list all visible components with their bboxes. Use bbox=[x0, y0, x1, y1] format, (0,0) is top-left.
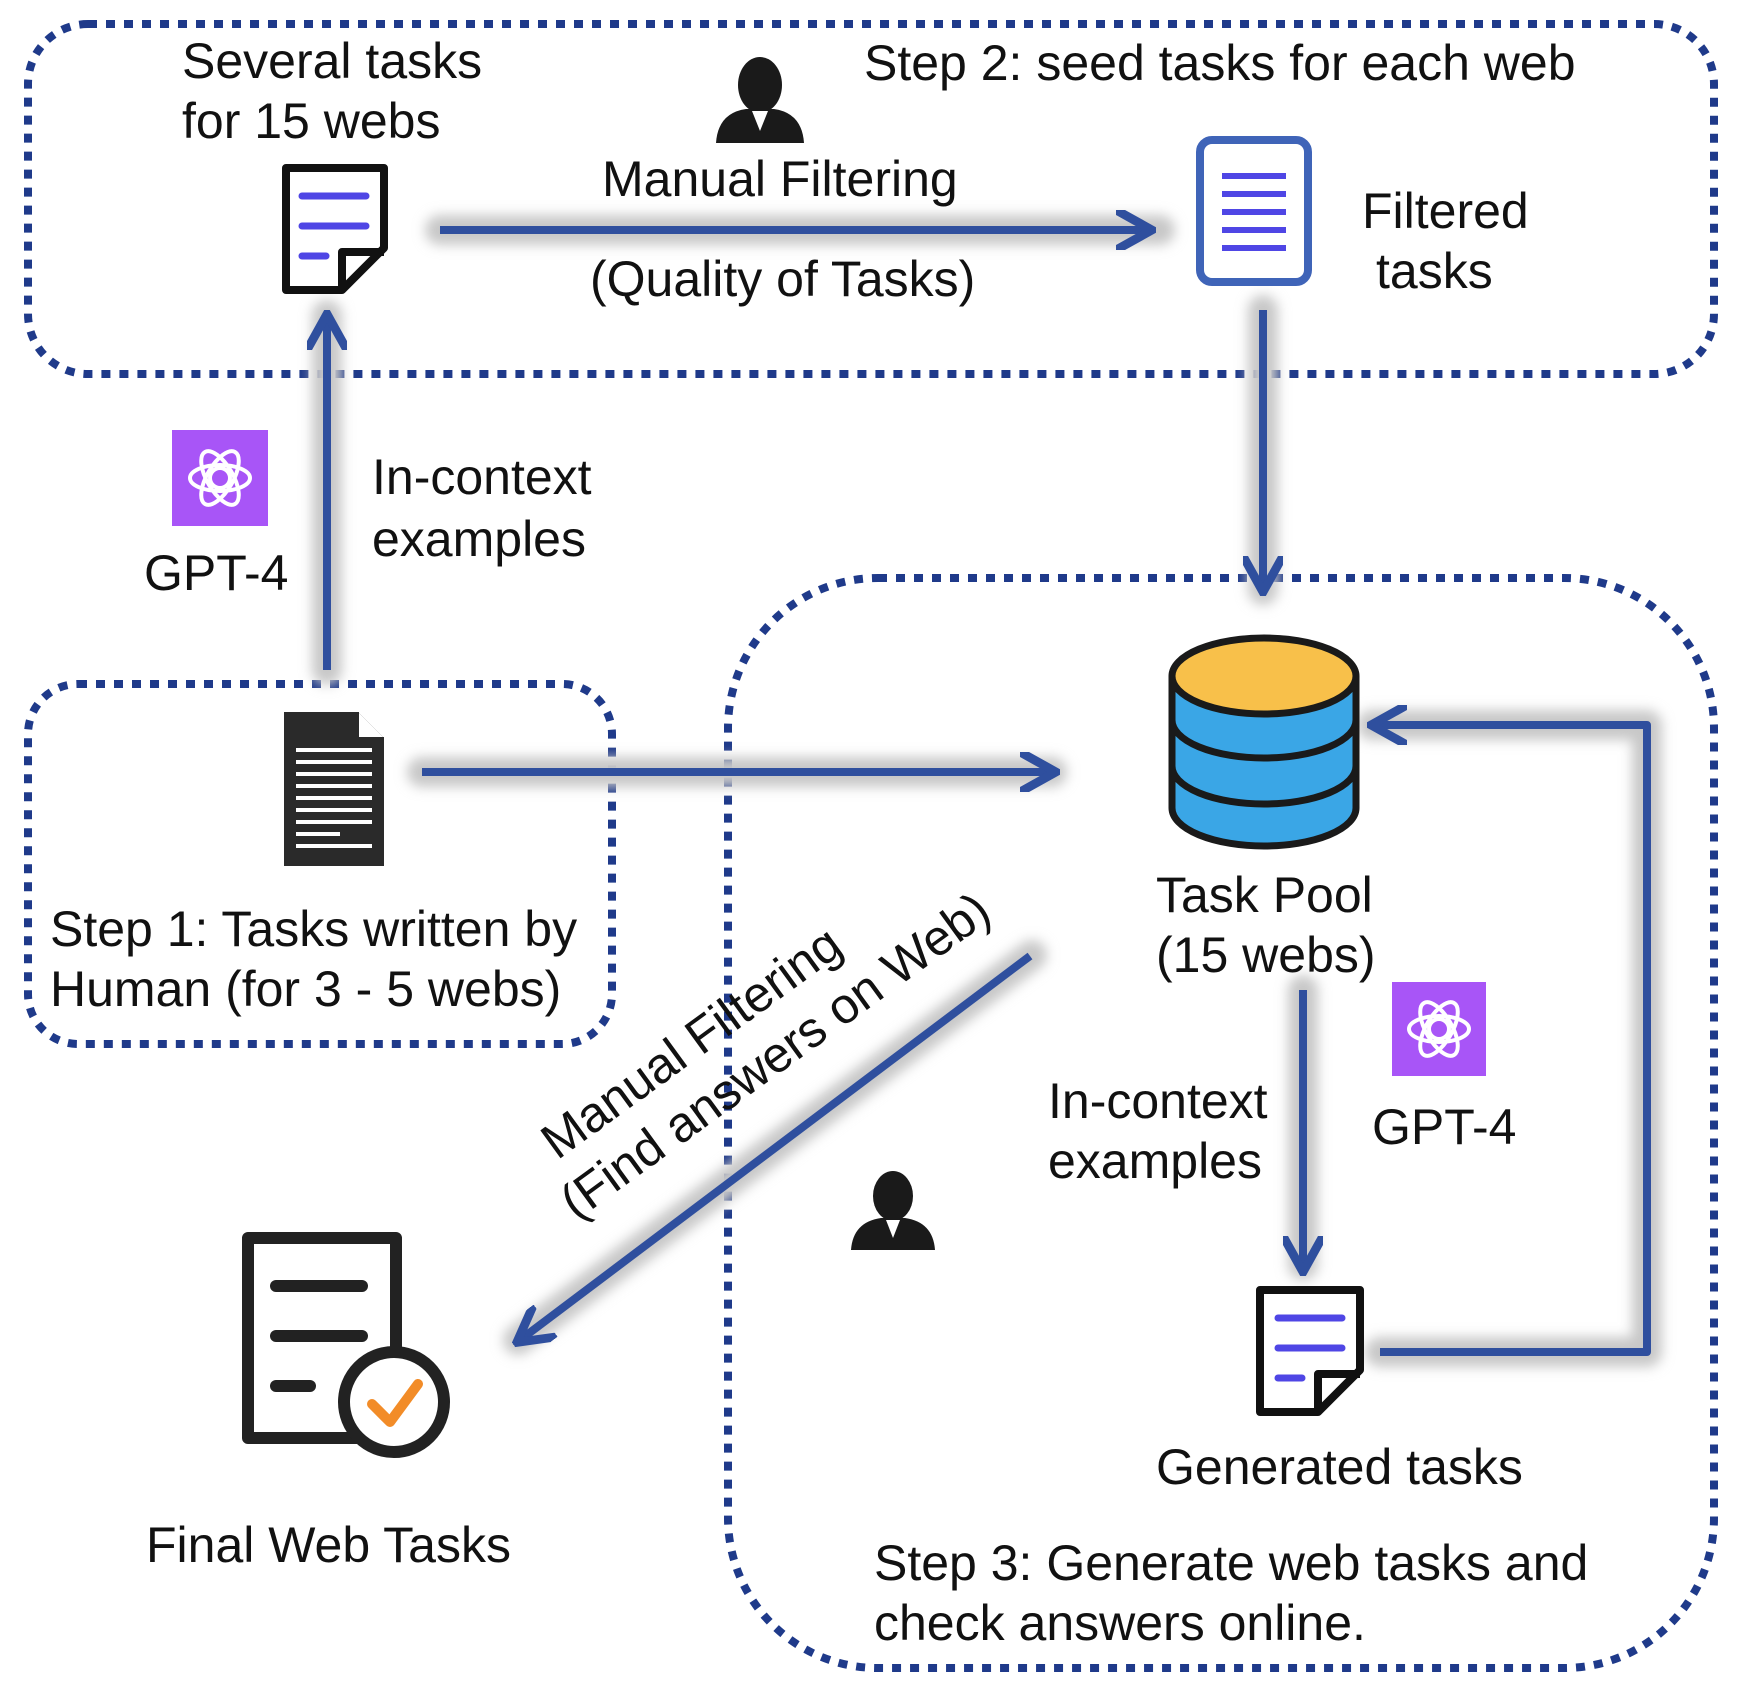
person-icon bbox=[851, 1171, 935, 1250]
document-icon bbox=[282, 164, 388, 294]
incontext-right-label-1: In-context bbox=[1048, 1073, 1268, 1129]
filtered-tasks-label-2: tasks bbox=[1376, 243, 1493, 299]
arrow-generated-loop bbox=[1375, 725, 1651, 1356]
step1-label-1: Step 1: Tasks written by bbox=[50, 901, 577, 957]
step1-group-box bbox=[24, 680, 616, 1048]
several-tasks-label-1: Several tasks bbox=[182, 33, 482, 89]
incontext-left-label-2: examples bbox=[372, 511, 586, 567]
person-icon bbox=[716, 57, 804, 143]
step2-label: Step 2: seed tasks for each web bbox=[864, 35, 1576, 91]
step3-label-1: Step 3: Generate web tasks and bbox=[874, 1535, 1588, 1591]
arrow-to-final bbox=[520, 952, 1033, 1340]
checklist-icon bbox=[242, 1232, 450, 1458]
step2-group-box bbox=[24, 20, 1718, 378]
arrows bbox=[327, 230, 1651, 1356]
incontext-right-label-2: examples bbox=[1048, 1133, 1262, 1189]
final-web-tasks-label: Final Web Tasks bbox=[146, 1517, 511, 1573]
quality-label: (Quality of Tasks) bbox=[590, 251, 975, 307]
openai-logo-icon bbox=[172, 430, 268, 526]
gpt4-right-label: GPT-4 bbox=[1372, 1099, 1516, 1155]
filtered-tasks-label-1: Filtered bbox=[1362, 183, 1529, 239]
step3-group-box bbox=[724, 574, 1718, 1672]
diagonal-find-answers-label: (Find answers on Web) bbox=[550, 881, 1000, 1230]
several-tasks-label-2: for 15 webs bbox=[182, 93, 440, 149]
step3-label-2: check answers online. bbox=[874, 1595, 1366, 1651]
database-icon bbox=[1168, 634, 1360, 850]
arrow-glows bbox=[312, 215, 1662, 1367]
text-document-icon bbox=[284, 712, 384, 866]
step1-label-2: Human (for 3 - 5 webs) bbox=[50, 961, 561, 1017]
filtered-document-icon bbox=[1196, 136, 1312, 286]
document-icon bbox=[1256, 1286, 1364, 1416]
openai-logo-icon bbox=[1392, 982, 1486, 1076]
generated-tasks-label: Generated tasks bbox=[1156, 1439, 1523, 1495]
task-pool-label-2: (15 webs) bbox=[1156, 927, 1376, 983]
gpt4-left-label: GPT-4 bbox=[144, 545, 288, 601]
task-pool-label-1: Task Pool bbox=[1156, 867, 1373, 923]
manual-filtering-label: Manual Filtering bbox=[602, 151, 958, 207]
incontext-left-label-1: In-context bbox=[372, 449, 592, 505]
